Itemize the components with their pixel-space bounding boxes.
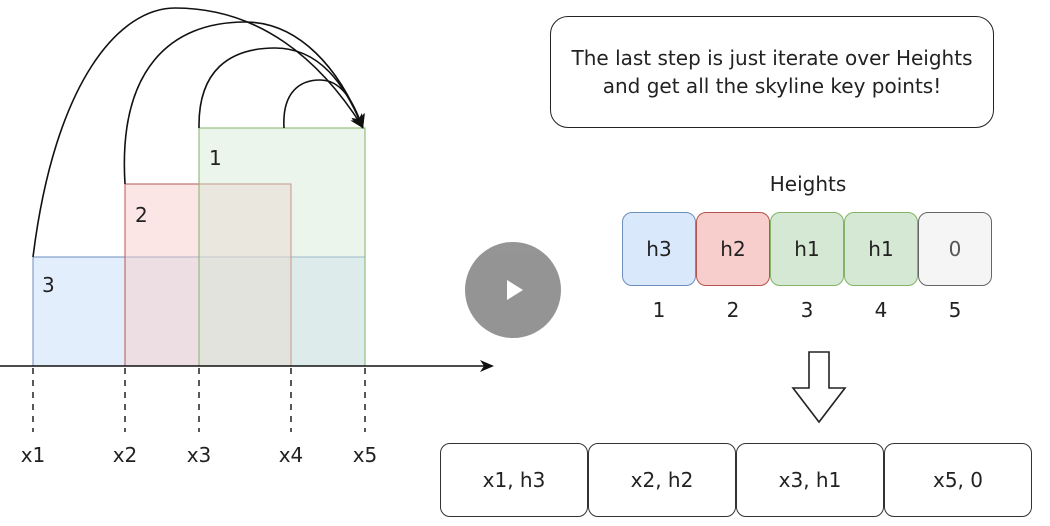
- heights-cell-2: h2: [696, 212, 770, 286]
- down-arrow-icon: [791, 351, 847, 424]
- arc-x2-to-x5: [123, 21, 365, 185]
- arc-x1-to-x5: [32, 7, 364, 258]
- building-label-2: 2: [135, 203, 148, 227]
- x-label-1: x1: [21, 443, 46, 467]
- index-label: 5: [948, 298, 962, 322]
- index-label: 2: [726, 298, 740, 322]
- key-point-3: x3, h1: [736, 443, 884, 517]
- building-1: [198, 127, 366, 367]
- arc-x3-to-x5: [198, 47, 365, 129]
- callout-text: The last step is just iterate over Heigh…: [571, 46, 973, 98]
- heights-cell-1: h3: [622, 212, 696, 286]
- x-label-3: x3: [187, 443, 212, 467]
- play-icon: [507, 280, 523, 300]
- x-label-4: x4: [279, 443, 304, 467]
- heights-cell-4: h1: [844, 212, 918, 286]
- heights-indices: 1 2 3 4 5: [622, 298, 992, 322]
- heights-cell-5: 0: [918, 212, 992, 286]
- key-point-1: x1, h3: [440, 443, 588, 517]
- index-label: 3: [800, 298, 814, 322]
- play-button[interactable]: [465, 242, 561, 338]
- building-label-3: 3: [42, 273, 55, 297]
- index-label: 4: [874, 298, 888, 322]
- building-2: [124, 183, 292, 367]
- key-points-row: x1, h3 x2, h2 x3, h1 x5, 0: [440, 443, 1032, 517]
- x-label-5: x5: [353, 443, 378, 467]
- x-label-2: x2: [113, 443, 138, 467]
- heights-cell-3: h1: [770, 212, 844, 286]
- key-point-4: x5, 0: [884, 443, 1032, 517]
- key-point-2: x2, h2: [588, 443, 736, 517]
- callout-note: The last step is just iterate over Heigh…: [550, 16, 994, 128]
- heights-title: Heights: [769, 172, 847, 196]
- heights-array: h3 h2 h1 h1 0: [622, 212, 992, 286]
- index-label: 1: [652, 298, 666, 322]
- arc-x4-to-x5: [283, 79, 365, 129]
- building-label-1: 1: [209, 146, 222, 170]
